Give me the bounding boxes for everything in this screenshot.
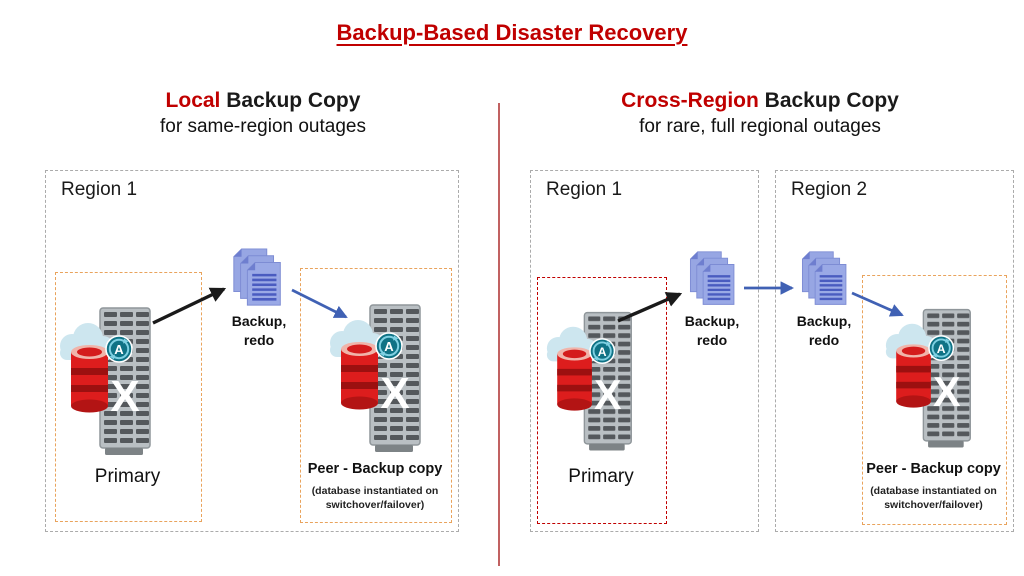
left-backup-files-label: Backup, redo bbox=[199, 312, 319, 350]
left-peer-dbsystem-icon bbox=[328, 303, 424, 455]
left-heading-rest: Backup Copy bbox=[220, 89, 361, 112]
right-heading-subtitle: for rare, full regional outages bbox=[639, 116, 881, 137]
right-region1-label: Region 1 bbox=[546, 179, 623, 200]
right-section-heading: Cross-Region Backup Copy for rare, full … bbox=[505, 88, 1015, 140]
left-primary-label: Primary bbox=[94, 466, 161, 487]
right-region2-box bbox=[775, 170, 1014, 532]
right-backup1-label-line1: Backup, bbox=[684, 313, 740, 329]
right-region1-box bbox=[530, 170, 759, 532]
right-primary-box bbox=[537, 277, 667, 524]
right-backup2-label-line1: Backup, bbox=[796, 313, 852, 329]
left-heading-highlight: Local bbox=[165, 89, 221, 112]
left-backup-files-icon bbox=[231, 247, 287, 309]
right-heading-rest: Backup Copy bbox=[758, 89, 899, 112]
right-primary-label: Primary bbox=[568, 466, 634, 487]
right-backup-files1-icon bbox=[688, 250, 740, 308]
right-peer-dbsystem-icon bbox=[884, 306, 974, 452]
left-region1-box bbox=[45, 170, 459, 532]
right-peer-note: (database instantiated on switchover/fai… bbox=[870, 485, 997, 511]
right-heading-line1: Cross-Region Backup Copy bbox=[505, 88, 1015, 114]
left-section-heading: Local Backup Copy for same-region outage… bbox=[8, 88, 518, 140]
left-backup-label-line2: redo bbox=[243, 332, 275, 348]
page-title: Backup-Based Disaster Recovery bbox=[336, 20, 688, 45]
right-backup-files2-icon bbox=[800, 250, 852, 308]
left-backup-label-line1: Backup, bbox=[231, 313, 287, 329]
right-peer-label: Peer - Backup copy bbox=[866, 461, 1001, 477]
right-backup2-label-line2: redo bbox=[808, 332, 840, 348]
right-heading-highlight: Cross-Region bbox=[621, 89, 759, 112]
right-backup-files1-label: Backup, redo bbox=[652, 312, 772, 350]
left-peer-label: Peer - Backup copy bbox=[307, 461, 443, 477]
left-region1-label: Region 1 bbox=[61, 179, 138, 200]
right-peer-box bbox=[862, 275, 1007, 525]
center-divider-line bbox=[498, 103, 500, 566]
left-primary-dbsystem-icon bbox=[58, 306, 154, 458]
left-peer-box bbox=[300, 268, 452, 523]
left-primary-box bbox=[55, 272, 202, 522]
right-primary-dbsystem-icon bbox=[545, 310, 635, 454]
left-heading-subtitle: for same-region outages bbox=[160, 116, 366, 137]
right-region2-label: Region 2 bbox=[791, 179, 868, 200]
right-backup-files2-label: Backup, redo bbox=[764, 312, 884, 350]
right-backup1-label-line2: redo bbox=[696, 332, 728, 348]
left-peer-note: (database instantiated on switchover/fai… bbox=[311, 485, 439, 511]
left-heading-line1: Local Backup Copy bbox=[8, 88, 518, 114]
